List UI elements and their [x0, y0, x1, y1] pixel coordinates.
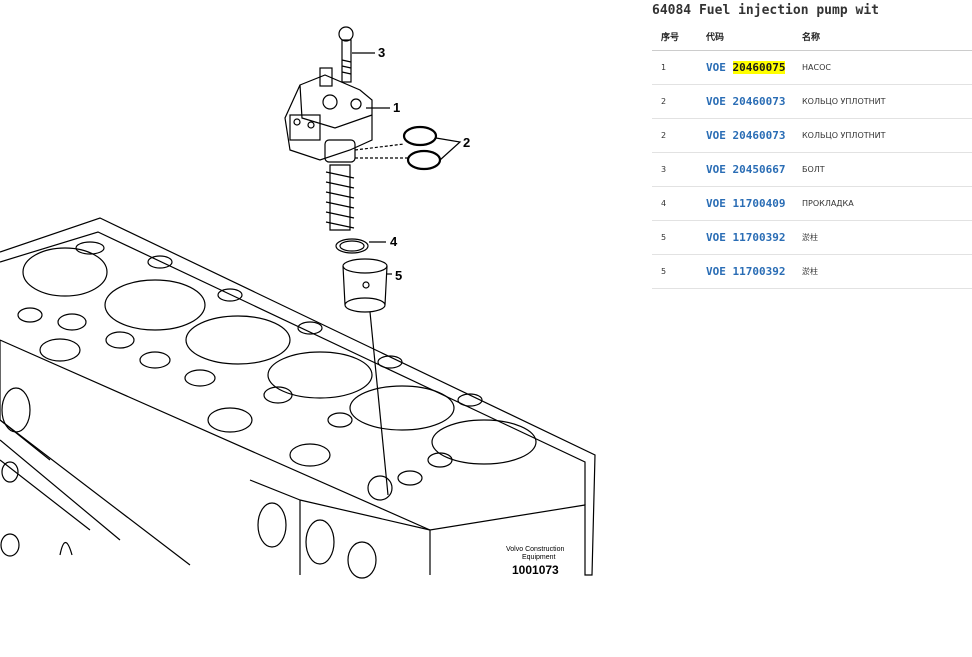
- column-header-position: 序号: [652, 22, 706, 51]
- row-part-name: КОЛЬЦО УПЛОТНИТ: [802, 84, 972, 119]
- parts-list-title: 64084 Fuel injection pump wit: [652, 3, 879, 18]
- exploded-view-diagram: 3 1 2 4 5 Volvo Construction Equipment 1…: [0, 26, 596, 579]
- code-prefix: VOE: [706, 95, 726, 108]
- row-part-name: БОЛТ: [802, 152, 972, 187]
- parts-list-panel: 64084 Fuel injection pump wit 序号 代码 名称 1…: [652, 0, 972, 657]
- brand-line-2: Equipment: [522, 554, 556, 561]
- row-position: 5: [652, 254, 706, 289]
- table-row[interactable]: 3 VOE 20450667 БОЛТ: [652, 152, 972, 187]
- column-header-code: 代码: [706, 22, 802, 51]
- row-position: 2: [652, 118, 706, 153]
- code-prefix: VOE: [706, 197, 726, 210]
- row-part-name: НАСОС: [802, 50, 972, 85]
- callout-3: 3: [378, 45, 385, 60]
- code-prefix: VOE: [706, 265, 726, 278]
- parts-table: 序号 代码 名称 1 VOE 20460075 НАСОС 2 VOE 2046…: [652, 22, 972, 289]
- row-position: 5: [652, 220, 706, 255]
- part-code-link[interactable]: VOE 20460075: [706, 61, 786, 74]
- part-number: 20460073: [732, 129, 786, 142]
- row-part-name: КОЛЬЦО УПЛОТНИТ: [802, 118, 972, 153]
- table-row[interactable]: 5 VOE 11700392 淤柱: [652, 254, 972, 289]
- part-number: 11700392: [732, 265, 786, 278]
- part-number: 11700409: [732, 197, 786, 210]
- row-position: 1: [652, 50, 706, 85]
- part-number: 20460073: [732, 95, 786, 108]
- row-part-name: 淤柱: [802, 220, 972, 255]
- callout-2: 2: [463, 135, 470, 150]
- part-code-link[interactable]: VOE 20460073: [706, 129, 785, 142]
- table-row[interactable]: 1 VOE 20460075 НАСОС: [652, 50, 972, 85]
- part-code-link[interactable]: VOE 11700392: [706, 265, 785, 278]
- table-row[interactable]: 4 VOE 11700409 ПРОКЛАДКА: [652, 186, 972, 221]
- table-row[interactable]: 2 VOE 20460073 КОЛЬЦО УПЛОТНИТ: [652, 84, 972, 119]
- injection-pump-drawing: [284, 26, 462, 496]
- table-row[interactable]: 2 VOE 20460073 КОЛЬЦО УПЛОТНИТ: [652, 118, 972, 153]
- row-part-name: 淤柱: [802, 254, 972, 289]
- part-code-link[interactable]: VOE 11700409: [706, 197, 785, 210]
- row-position: 3: [652, 152, 706, 187]
- table-header-row: 序号 代码 名称: [652, 22, 972, 51]
- part-number-highlighted: 20460075: [732, 61, 786, 74]
- row-position: 2: [652, 84, 706, 119]
- row-position: 4: [652, 186, 706, 221]
- part-code-link[interactable]: VOE 11700392: [706, 231, 785, 244]
- callout-5: 5: [395, 268, 402, 283]
- code-prefix: VOE: [706, 129, 726, 142]
- column-header-name: 名称: [802, 22, 972, 51]
- cylinder-head-drawing: [0, 217, 596, 579]
- code-prefix: VOE: [706, 231, 726, 244]
- part-code-link[interactable]: VOE 20460073: [706, 95, 785, 108]
- part-number: 11700392: [732, 231, 786, 244]
- brand-line-1: Volvo Construction: [506, 546, 564, 553]
- table-row[interactable]: 5 VOE 11700392 淤柱: [652, 220, 972, 255]
- code-prefix: VOE: [706, 61, 726, 74]
- part-number: 20450667: [732, 163, 786, 176]
- callout-1: 1: [393, 100, 400, 115]
- callout-4: 4: [390, 234, 398, 249]
- part-code-link[interactable]: VOE 20450667: [706, 163, 785, 176]
- row-part-name: ПРОКЛАДКА: [802, 186, 972, 221]
- drawing-number: 1001073: [512, 563, 559, 577]
- code-prefix: VOE: [706, 163, 726, 176]
